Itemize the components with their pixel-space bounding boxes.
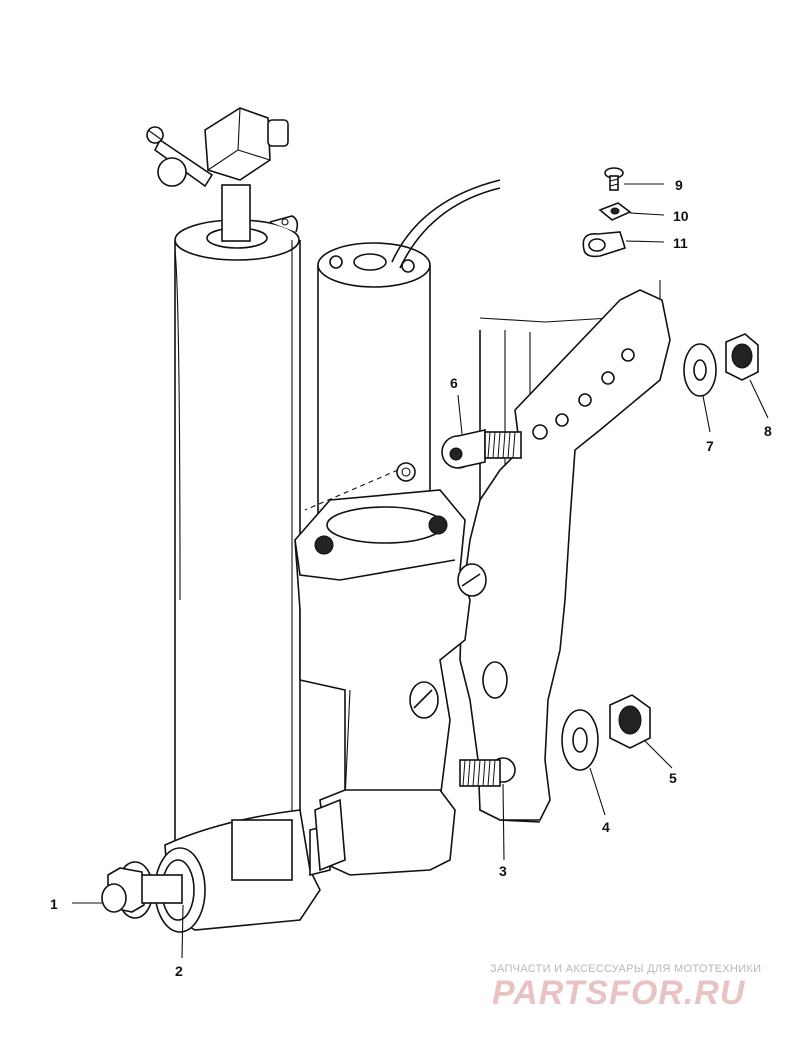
callout-4: 4 bbox=[602, 819, 610, 835]
part-9-screw bbox=[604, 167, 624, 191]
part-4-washer bbox=[561, 709, 599, 771]
callout-5: 5 bbox=[669, 770, 677, 786]
part-8-nut bbox=[725, 333, 759, 381]
leader-10 bbox=[629, 212, 665, 216]
callout-labels: 1 2 3 4 5 6 7 8 9 10 11 bbox=[50, 177, 772, 979]
leader-6 bbox=[457, 394, 463, 435]
part-1-nut bbox=[101, 861, 154, 919]
callout-10: 10 bbox=[673, 208, 689, 224]
leader-8 bbox=[749, 379, 769, 419]
part-6-bolt bbox=[441, 429, 522, 469]
leader-2 bbox=[181, 904, 184, 959]
watermark-caption: ЗАПЧАСТИ И АКСЕССУАРЫ ДЛЯ МОТОТЕХНИКИ bbox=[490, 963, 762, 975]
pump-housing bbox=[294, 462, 487, 876]
tilt-cylinder bbox=[154, 184, 331, 933]
bleeder-valve bbox=[146, 107, 289, 188]
callout-2: 2 bbox=[175, 963, 183, 979]
callout-9: 9 bbox=[675, 177, 683, 193]
part-2-bushing bbox=[141, 874, 183, 904]
part-10-clip-nut bbox=[598, 202, 632, 221]
leader-lines bbox=[72, 183, 769, 959]
part-7-washer bbox=[683, 343, 717, 397]
callout-7: 7 bbox=[706, 438, 714, 454]
part-5-nut bbox=[609, 694, 651, 749]
watermark-logo: PARTSFOR.RU bbox=[492, 974, 746, 1012]
leader-7 bbox=[702, 395, 711, 433]
trim-motor bbox=[317, 179, 501, 521]
callout-1: 1 bbox=[50, 896, 58, 912]
mounting-bracket bbox=[459, 289, 671, 821]
callout-6: 6 bbox=[450, 375, 458, 391]
leader-5 bbox=[643, 739, 673, 769]
leader-3 bbox=[502, 783, 505, 861]
callout-3: 3 bbox=[499, 863, 507, 879]
leader-11 bbox=[625, 240, 665, 243]
part-11-cable-clamp bbox=[582, 231, 627, 258]
callout-8: 8 bbox=[764, 423, 772, 439]
callout-11: 11 bbox=[673, 235, 688, 251]
part-3-stud bbox=[459, 759, 501, 787]
leader-4 bbox=[589, 767, 606, 816]
